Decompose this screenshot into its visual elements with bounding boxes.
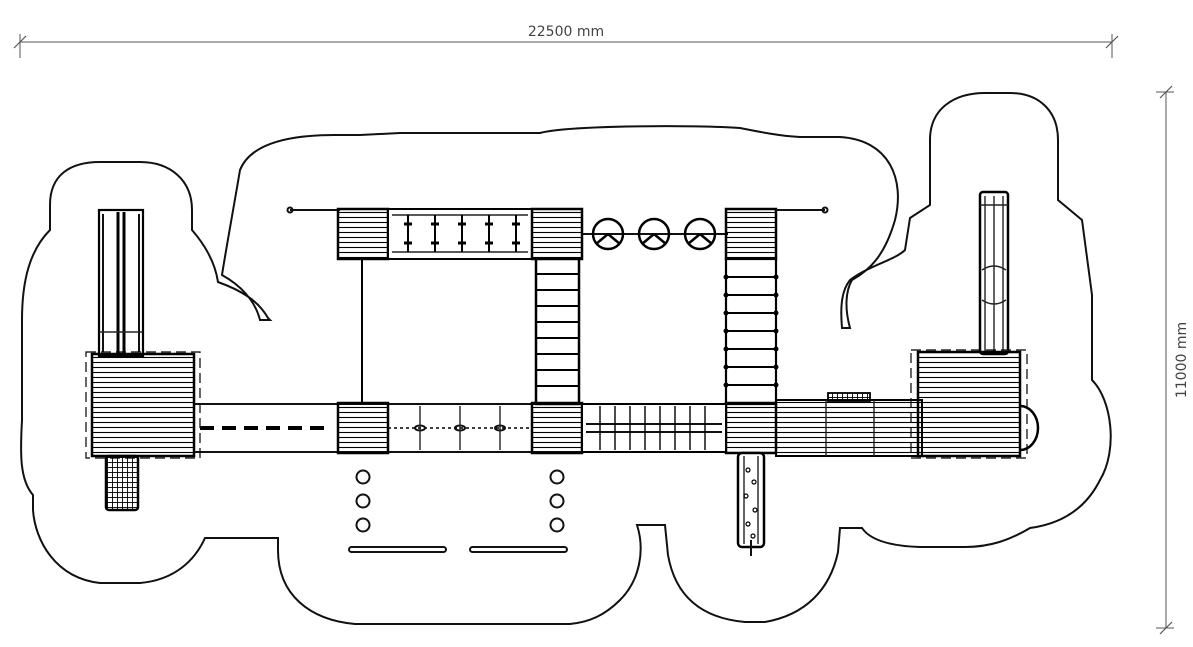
right-walkway xyxy=(775,392,923,457)
height-dimension-label: 11000 mm xyxy=(1174,322,1190,398)
rings-bar xyxy=(582,217,728,251)
width-dimension-label: 22500 mm xyxy=(528,24,604,40)
rope-bridge xyxy=(581,403,727,453)
stepping-posts xyxy=(355,469,565,533)
main-decks xyxy=(336,401,778,455)
ring-1 xyxy=(591,217,625,251)
ladder-left xyxy=(534,257,581,406)
safety-zone-outline xyxy=(20,92,1112,625)
ladder-right xyxy=(723,206,829,406)
ring-3 xyxy=(683,217,717,251)
width-dimension: 22500 mm xyxy=(13,24,1119,58)
right-tower xyxy=(910,190,1040,459)
monkey-bars xyxy=(286,206,584,404)
ring-2 xyxy=(637,217,671,251)
balance-beams xyxy=(348,546,568,553)
climbing-wall xyxy=(736,451,766,556)
height-dimension: 11000 mm xyxy=(1156,85,1190,635)
left-tower xyxy=(85,208,201,512)
